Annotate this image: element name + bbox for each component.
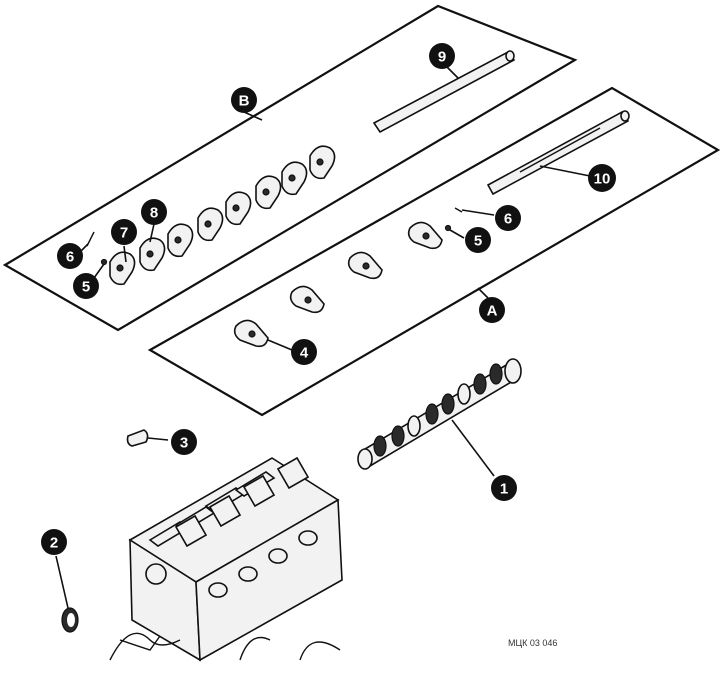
callout-6-a-label: 6 [504,211,512,228]
cylinder-head [109,456,343,662]
callout-a-label: A [487,303,498,320]
rocker-arm [233,319,269,348]
callout-b: B [231,87,257,113]
callout-a: A [479,297,505,323]
callout-b-label: B [239,93,250,110]
callout-2-label: 2 [50,535,58,552]
callout-6-b: 6 [57,243,83,269]
rocker-arm [139,237,166,272]
callout-5-b-label: 5 [82,279,90,296]
callout-9-label: 9 [438,49,446,66]
callout-9: 9 [429,43,455,69]
rocker-arm [167,223,194,258]
panel-a [147,86,721,417]
rocker-arm [347,251,383,280]
callout-6-a: 6 [495,205,521,231]
rocker-arms-intake [109,145,336,286]
rocker-shaft-9 [372,50,516,134]
rocker-arm [281,161,308,196]
figure-code: МЦК 03 046 [508,638,557,648]
leader-lines [55,61,591,609]
rocker-arm [407,221,443,250]
rocker-arm [309,145,336,180]
rocker-arm [109,251,136,286]
rocker-arms-exhaust [233,221,443,348]
rocker-arm [225,191,252,226]
callout-10-label: 10 [594,171,611,188]
rocker-arm [197,207,224,242]
callout-7-label: 7 [120,225,128,242]
callout-5-b: 5 [73,273,99,299]
callout-6-b-label: 6 [66,249,74,266]
callout-2: 2 [41,529,67,555]
callout-5-a-label: 5 [474,233,482,250]
camshaft [357,358,522,470]
plug [126,429,149,447]
callout-4-label: 4 [300,345,309,362]
callout-1: 1 [491,475,517,501]
callout-7: 7 [111,219,137,245]
callout-8-label: 8 [150,205,158,222]
callout-3: 3 [171,429,197,455]
callout-4: 4 [291,339,317,365]
callout-8: 8 [141,199,167,225]
oil-seal [61,607,79,633]
callout-5-a: 5 [465,227,491,253]
callout-1-label: 1 [500,481,508,498]
pin-and-washer-a [444,207,463,232]
callout-3-label: 3 [180,435,188,452]
rocker-arm [289,285,325,314]
callout-10: 10 [588,164,616,192]
rocker-shaft-10 [486,110,630,196]
rocker-arm [255,175,282,210]
